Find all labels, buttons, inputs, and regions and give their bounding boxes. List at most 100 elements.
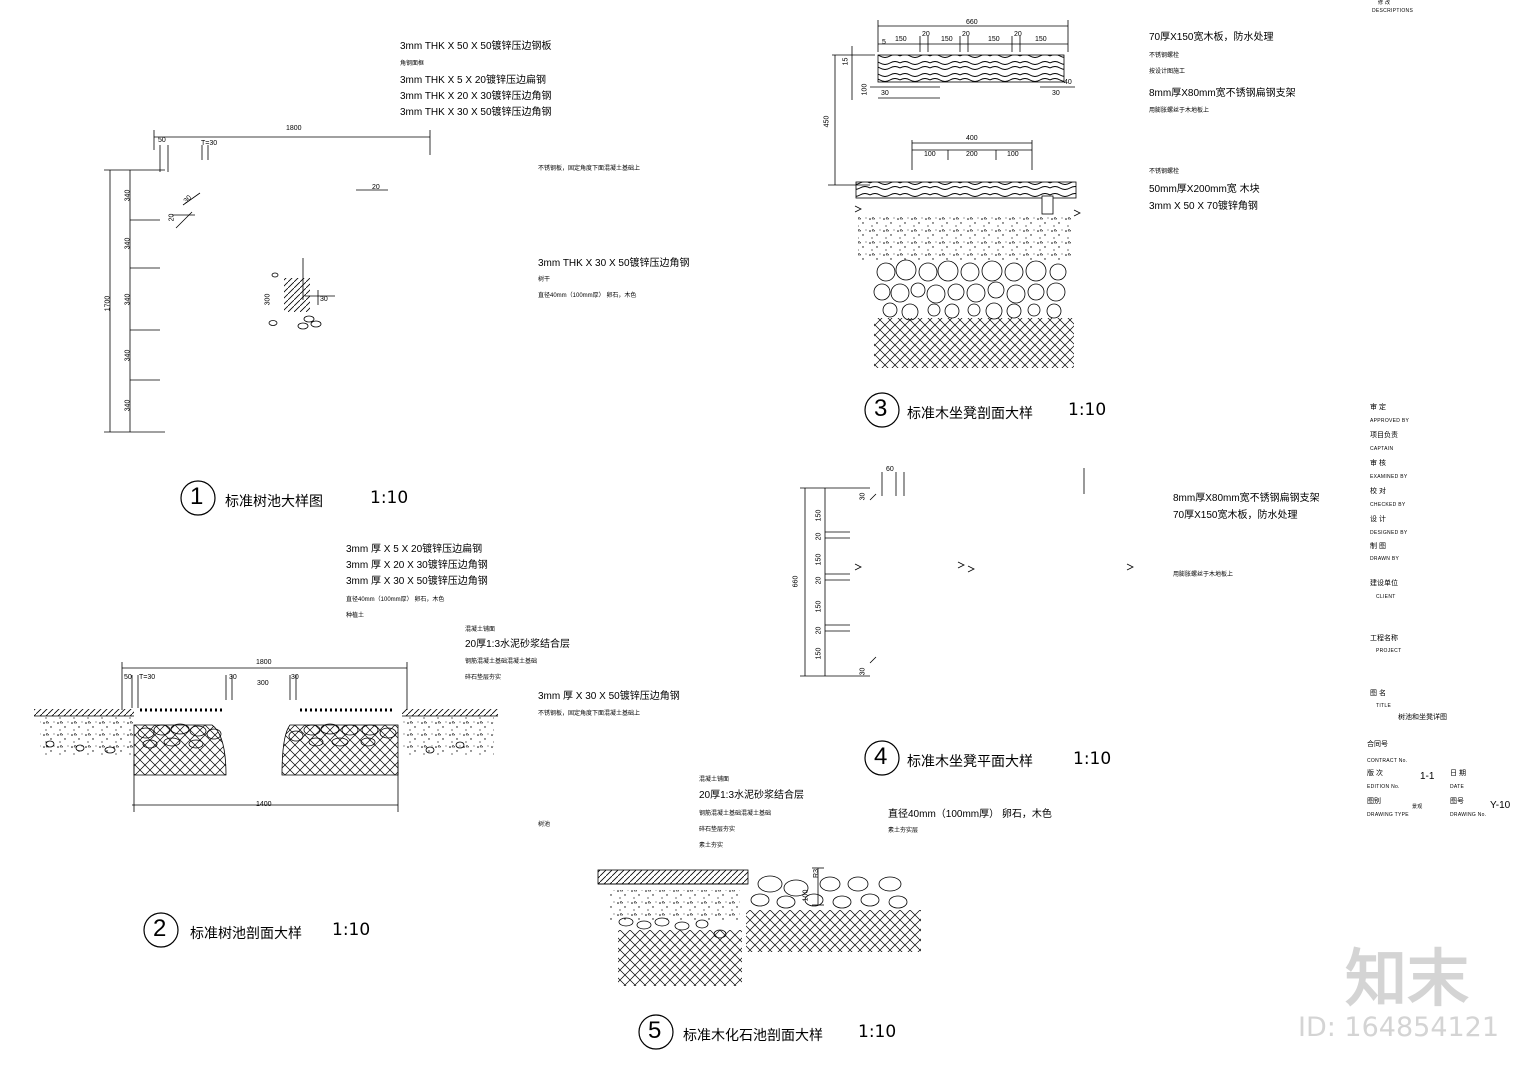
- tb-contract-cn: 合同号: [1367, 741, 1388, 748]
- d5-note-2: 20厚1:3水泥砂浆结合层: [699, 790, 805, 801]
- d2-note-far3: 树池: [538, 822, 551, 828]
- d1-dim-seg-4: 340: [124, 349, 132, 362]
- tb-date-cn: 日 期: [1450, 770, 1466, 777]
- d2-note-r4: 碎石垫层夯实: [465, 675, 502, 681]
- detail-2-section: [34, 662, 498, 812]
- detail-4-bubble: [864, 740, 900, 776]
- tb-title-value: 树池和坐凳详图: [1398, 714, 1447, 721]
- d5-note-4: 碎石垫层夯实: [699, 827, 736, 833]
- d1-note-right: 不锈钢板，固定角度下面混凝土基础上: [538, 166, 641, 172]
- tb-type-cn: 图别: [1367, 798, 1381, 805]
- tb-client-cn: 建设单位: [1370, 580, 1398, 587]
- tb-designed-en: DESIGNED BY: [1370, 530, 1408, 536]
- d1-note-4: 3mm THK X 20 X 30镀锌压边角钢: [400, 91, 552, 102]
- d1-dim-left: 1700: [104, 295, 112, 312]
- d2-note-r2: 20厚1:3水泥砂浆结合层: [465, 639, 571, 650]
- d1-note-mid3: 直径40mm（100mm厚） 卵石，木色: [538, 293, 637, 299]
- d3-note2-2: 50mm厚X200mm宽 木块: [1149, 184, 1260, 195]
- d1-dim-seg-1: 340: [124, 189, 132, 202]
- detail-3-title: 标准木坐凳剖面大样: [907, 406, 1033, 422]
- tb-checked-en: CHECKED BY: [1370, 502, 1406, 508]
- d2-note-1: 3mm 厚 X 5 X 20镀锌压边扁钢: [346, 544, 483, 555]
- tb-title-en: TITLE: [1376, 703, 1392, 709]
- tb-contract-en: CONTRACT No.: [1367, 758, 1408, 764]
- d4-dim-c: 150: [815, 553, 823, 566]
- d3-note2-3: 3mm X 50 X 70镀锌角钢: [1149, 201, 1258, 212]
- d1-dim-seg-2: 340: [124, 237, 132, 250]
- d3-dim-a: 5: [882, 39, 886, 46]
- d1-dim-d: 20: [168, 213, 176, 222]
- d2-dim-a: 50: [124, 674, 132, 681]
- tb-type-value: 景观: [1412, 804, 1423, 810]
- tb-no-en: DRAWING No.: [1450, 812, 1487, 818]
- detail-3-bubble: [864, 392, 900, 428]
- d3-dim-seg-2: 20: [922, 31, 930, 38]
- d4-note-2: 70厚X150宽木板，防水处理: [1173, 510, 1298, 521]
- detail-5-bubble: [638, 1014, 674, 1050]
- d1-note-mid: 3mm THK X 30 X 50镀锌压边角钢: [538, 258, 690, 269]
- detail-1-scale: 1:10: [370, 488, 409, 508]
- d2-dim-b: T=30: [139, 674, 156, 681]
- detail-4-scale: 1:10: [1073, 749, 1112, 769]
- tb-examined-en: EXAMINED BY: [1370, 474, 1408, 480]
- d3-dim-seg-6: 20: [1014, 31, 1022, 38]
- d5-dim-a: R3: [812, 869, 820, 878]
- detail-1-bubble: [180, 480, 216, 516]
- d3-dim-f: 30: [1052, 90, 1060, 97]
- d2-dim-e: 30: [291, 674, 299, 681]
- tb-no-cn: 图号: [1450, 798, 1464, 805]
- tb-type-en: DRAWING TYPE: [1367, 812, 1409, 818]
- d2-note-far2: 不锈钢板，固定角度下面混凝土基础上: [538, 711, 641, 717]
- tb-edition-en: EDITION No.: [1367, 784, 1400, 790]
- tb-examined-cn: 审 核: [1370, 460, 1386, 467]
- detail-1-number: 1: [190, 483, 204, 510]
- d2-note-2: 3mm 厚 X 20 X 30镀锌压边角钢: [346, 560, 488, 571]
- d2-note-r1: 混凝土铺面: [465, 627, 496, 633]
- d4-dim-total: 660: [792, 575, 800, 588]
- tb-project-cn: 工程名称: [1370, 635, 1398, 642]
- tb-date-en: DATE: [1450, 784, 1465, 790]
- d3-dim-h: 450: [823, 115, 831, 128]
- d1-note-2: 角钢面框: [400, 61, 425, 67]
- d3-dim-b: 15: [842, 57, 850, 66]
- detail-1-title: 标准树池大样图: [225, 494, 323, 510]
- d4-dim-b: 20: [815, 532, 823, 541]
- d5-note-1: 混凝土铺面: [699, 777, 730, 783]
- d3-dim-w3: 100: [1007, 151, 1019, 158]
- d1-note-5: 3mm THK X 30 X 50镀锌压边角钢: [400, 107, 552, 118]
- d1-note-3: 3mm THK X 5 X 20镀锌压边扁钢: [400, 75, 546, 86]
- d5-note-3: 钢筋混凝土基础混凝土基础: [699, 811, 772, 817]
- d1-dim-e: 300: [264, 293, 272, 306]
- d2-dim-c: 30: [229, 674, 237, 681]
- tb-top-en: DESCRIPTIONS: [1372, 8, 1414, 14]
- d3-dim-seg-1: 150: [895, 36, 907, 43]
- d4-dim-a: 150: [815, 509, 823, 522]
- d3-note-5: 用膨胀螺丝于木地板上: [1149, 108, 1210, 114]
- detail-3-scale: 1:10: [1068, 400, 1107, 420]
- d3-note-1: 70厚X150宽木板，防水处理: [1149, 32, 1274, 43]
- d2-note-far: 3mm 厚 X 30 X 50镀锌压边角钢: [538, 691, 680, 702]
- tb-designed-cn: 设 计: [1370, 516, 1386, 523]
- d4-note-1: 8mm厚X80mm宽不锈钢扁钢支架: [1173, 493, 1320, 504]
- tb-edition-value: 1-1: [1420, 771, 1435, 782]
- tb-checked-cn: 校 对: [1370, 488, 1386, 495]
- d1-dim-seg-3: 340: [124, 293, 132, 306]
- tb-edition-cn: 版 次: [1367, 770, 1383, 777]
- d3-dim-seg-3: 150: [941, 36, 953, 43]
- d1-note-mid2: 树干: [538, 277, 551, 283]
- d3-dim-d: 30: [881, 90, 889, 97]
- detail-5-number: 5: [648, 1017, 662, 1044]
- d2-note-4: 直径40mm（100mm厚） 卵石，木色: [346, 597, 445, 603]
- detail-3-number: 3: [874, 395, 888, 422]
- detail-2-title: 标准树池剖面大样: [190, 926, 302, 942]
- d3-note-2: 不锈钢螺栓: [1149, 53, 1180, 59]
- d3-dim-w: 400: [966, 135, 978, 142]
- d1-dim-g: 20: [372, 184, 380, 191]
- d3-dim-seg-5: 150: [988, 36, 1000, 43]
- detail-4-number: 4: [874, 743, 888, 770]
- detail-4-plan: [800, 468, 1134, 677]
- d3-note2-1: 不锈钢螺栓: [1149, 169, 1180, 175]
- d3-dim-top: 660: [966, 19, 978, 26]
- detail-2-number: 2: [153, 915, 167, 942]
